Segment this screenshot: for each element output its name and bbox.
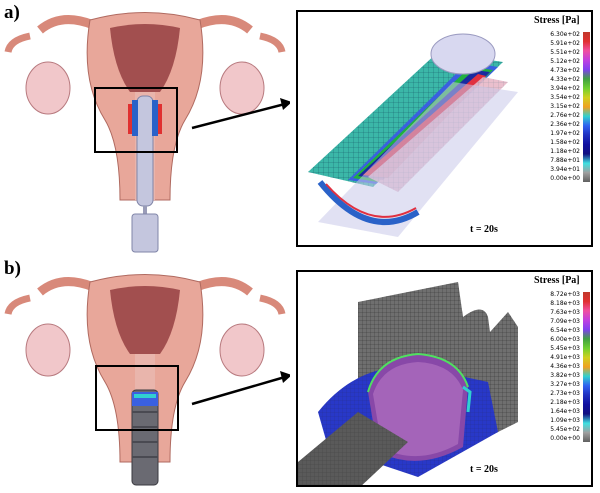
inset-a: Stress [Pa] 6.30e+02 5.91e+02 5.51e+02 5… <box>296 10 593 247</box>
legend-tick-b-1: 8.18e+03 <box>550 300 580 307</box>
zoom-box-a <box>94 87 178 153</box>
arrow-head-a <box>280 98 290 110</box>
inset-b: Stress [Pa] 8.72e+03 8.18e+03 7.63e+03 7… <box>296 270 593 487</box>
legend-tick-b-15: 5.45e+02 <box>550 426 580 433</box>
legend-tick-a-1: 5.91e+02 <box>550 40 580 47</box>
legend-tick-a-3: 5.12e+02 <box>550 58 580 65</box>
legend-tick-a-15: 3.94e+01 <box>550 166 580 173</box>
legend-tick-a-2: 5.51e+02 <box>550 49 580 56</box>
uterus-illustration-a <box>4 12 290 253</box>
legend-tick-b-5: 6.00e+03 <box>550 336 580 343</box>
device-shaft-b <box>131 389 159 486</box>
legend-tick-a-5: 4.33e+02 <box>550 76 580 83</box>
legend-tick-a-16: 0.00e+00 <box>550 175 580 182</box>
legend-tick-a-14: 7.88e+01 <box>550 157 580 164</box>
panel-b-label: b) <box>4 258 21 279</box>
legend-tick-a-8: 3.15e+02 <box>550 103 580 110</box>
zoom-box-b <box>95 365 179 431</box>
legend-tick-a-10: 2.36e+02 <box>550 121 580 128</box>
fem-model-b <box>298 282 518 485</box>
legend-tick-a-6: 3.94e+02 <box>550 85 580 92</box>
legend-tick-b-12: 2.18e+03 <box>550 399 580 406</box>
legend-tick-b-13: 1.64e+03 <box>550 408 580 415</box>
legend-tick-a-7: 3.54e+02 <box>550 94 580 101</box>
arrow-head-b <box>280 371 290 383</box>
legend-colorbar-b <box>583 292 590 442</box>
fem-model-a <box>308 33 518 237</box>
ovary-right <box>219 61 265 115</box>
legend-title-b: Stress [Pa] <box>534 275 580 286</box>
legend-title-a: Stress [Pa] <box>534 15 580 26</box>
panel-a-label: a) <box>4 2 20 23</box>
legend-tick-a-11: 1.97e+02 <box>550 130 580 137</box>
legend-tick-a-4: 4.73e+02 <box>550 67 580 74</box>
legend-tick-b-2: 7.63e+03 <box>550 309 580 316</box>
legend-tick-b-6: 5.45e+03 <box>550 345 580 352</box>
legend-colorbar-a <box>583 32 590 182</box>
legend-tick-b-16: 0.00e+00 <box>550 435 580 442</box>
legend-tick-a-9: 2.76e+02 <box>550 112 580 119</box>
uterus-illustration-b <box>4 274 290 486</box>
device-handle <box>131 213 159 253</box>
legend-tick-b-0: 8.72e+03 <box>550 291 580 298</box>
legend-tick-b-11: 2.73e+03 <box>550 390 580 397</box>
legend-tick-a-0: 6.30e+02 <box>550 31 580 38</box>
legend-tick-b-4: 6.54e+03 <box>550 327 580 334</box>
legend-tick-b-9: 3.82e+03 <box>550 372 580 379</box>
legend-tick-b-3: 7.09e+03 <box>550 318 580 325</box>
legend-tick-a-12: 1.58e+02 <box>550 139 580 146</box>
ovary-left-b <box>25 323 71 377</box>
legend-tick-a-13: 1.18e+02 <box>550 148 580 155</box>
ovary-left <box>25 61 71 115</box>
legend-tick-b-7: 4.91e+03 <box>550 354 580 361</box>
legend-tick-b-14: 1.09e+03 <box>550 417 580 424</box>
time-label-b: t = 20s <box>470 464 498 475</box>
legend-tick-b-8: 4.36e+03 <box>550 363 580 370</box>
time-label-a: t = 20s <box>470 224 498 235</box>
legend-tick-b-10: 3.27e+03 <box>550 381 580 388</box>
ovary-right-b <box>219 323 265 377</box>
